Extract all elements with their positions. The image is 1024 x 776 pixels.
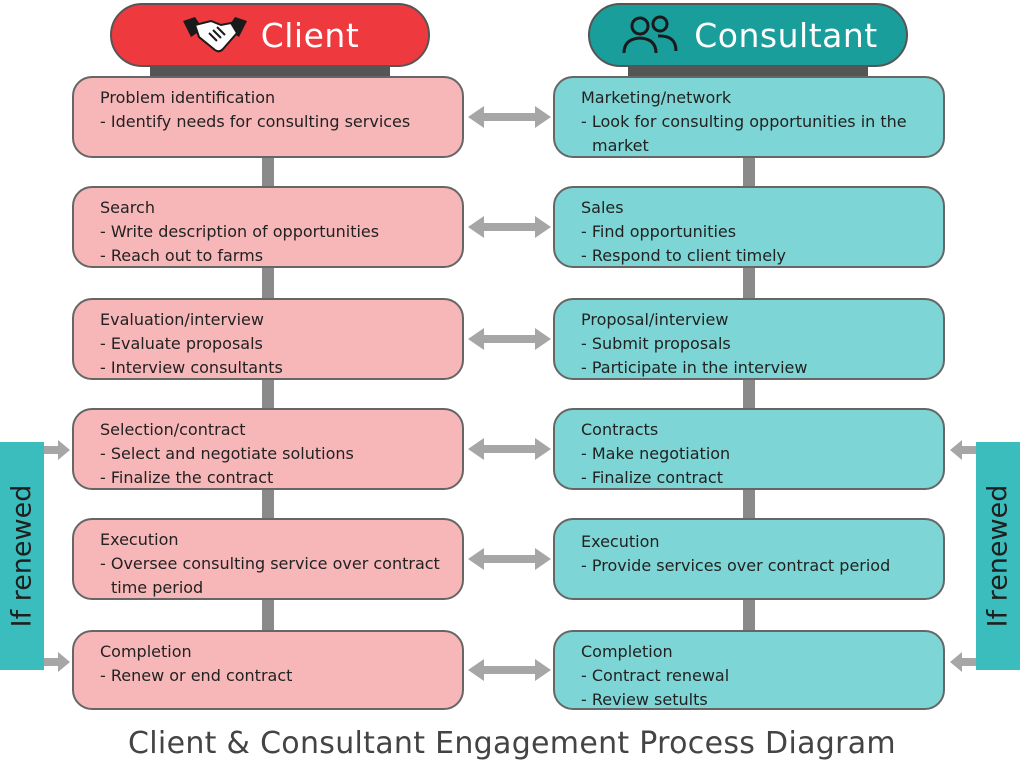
step-title: Completion — [581, 642, 673, 661]
bidirectional-arrow — [468, 438, 551, 460]
client-step-evaluation-interview: Evaluation/interview - Evaluate proposal… — [72, 298, 464, 380]
client-step-search: Search - Write description of opportunit… — [72, 186, 464, 268]
consultant-header-label: Consultant — [694, 15, 878, 55]
consultant-step-contracts: Contracts - Make negotiation - Finalize … — [553, 408, 945, 490]
step-line: - Interview consultants — [100, 358, 283, 377]
consultant-step-marketing-network: Marketing/network - Look for consulting … — [553, 76, 945, 158]
step-title: Marketing/network — [581, 88, 732, 107]
step-line: - Submit proposals — [581, 334, 731, 353]
step-title: Execution — [100, 530, 179, 549]
step-title: Search — [100, 198, 155, 217]
renewal-bar-left: If renewed — [0, 442, 44, 670]
consultant-header: Consultant — [588, 3, 908, 67]
step-line: - Make negotiation — [581, 444, 731, 463]
step-title: Completion — [100, 642, 192, 661]
step-line: - Finalize the contract — [100, 468, 274, 487]
client-header-neck — [150, 66, 390, 76]
step-title: Proposal/interview — [581, 310, 729, 329]
consultant-step-sales: Sales - Find opportunities - Respond to … — [553, 186, 945, 268]
client-step-selection-contract: Selection/contract - Select and negotiat… — [72, 408, 464, 490]
handshake-icon — [182, 17, 247, 53]
step-line: - Review setults — [581, 690, 708, 709]
step-title: Selection/contract — [100, 420, 246, 439]
client-header-label: Client — [260, 15, 360, 55]
step-line: - Oversee consulting service over contra… — [100, 554, 440, 597]
client-header: Client — [110, 3, 430, 67]
step-title: Evaluation/interview — [100, 310, 264, 329]
bidirectional-arrow — [468, 328, 551, 350]
step-line: - Respond to client timely — [581, 246, 787, 265]
step-line: - Evaluate proposals — [100, 334, 263, 353]
bidirectional-arrow — [468, 106, 551, 128]
client-step-problem-identification: Problem identification - Identify needs … — [72, 76, 464, 158]
step-line: - Participate in the interview — [581, 358, 808, 377]
bidirectional-arrow — [468, 659, 551, 681]
consultant-step-completion: Completion - Contract renewal - Review s… — [553, 630, 945, 710]
renewal-arrow — [44, 652, 70, 672]
consultant-header-neck — [628, 66, 868, 76]
step-line: - Write description of opportunities — [100, 222, 380, 241]
renewal-arrow — [44, 440, 70, 460]
step-line: - Find opportunities — [581, 222, 737, 241]
step-title: Sales — [581, 198, 624, 217]
people-icon — [622, 15, 678, 54]
diagram-caption: Client & Consultant Engagement Process D… — [128, 726, 896, 761]
client-step-execution: Execution - Oversee consulting service o… — [72, 518, 464, 600]
renewal-label-right: If renewed — [982, 484, 1014, 628]
renewal-bar-right: If renewed — [976, 442, 1020, 670]
step-line: - Identify needs for consulting services — [100, 112, 411, 131]
step-line: - Select and negotiate solutions — [100, 444, 354, 463]
consultant-step-execution: Execution - Provide services over contra… — [553, 518, 945, 600]
renewal-label-left: If renewed — [6, 484, 38, 628]
step-line: - Reach out to farms — [100, 246, 264, 265]
renewal-arrow — [950, 652, 976, 672]
consultant-step-proposal-interview: Proposal/interview - Submit proposals - … — [553, 298, 945, 380]
client-step-completion: Completion - Renew or end contract — [72, 630, 464, 710]
step-line: - Contract renewal — [581, 666, 730, 685]
renewal-arrow — [950, 440, 976, 460]
step-title: Contracts — [581, 420, 659, 439]
step-line: - Renew or end contract — [100, 666, 293, 685]
step-line: - Provide services over contract period — [581, 556, 891, 575]
step-line: - Finalize contract — [581, 468, 723, 487]
step-line: - Look for consulting opportunities in t… — [581, 112, 907, 155]
bidirectional-arrow — [468, 548, 551, 570]
bidirectional-arrow — [468, 216, 551, 238]
step-title: Problem identification — [100, 88, 276, 107]
step-title: Execution — [581, 532, 660, 551]
